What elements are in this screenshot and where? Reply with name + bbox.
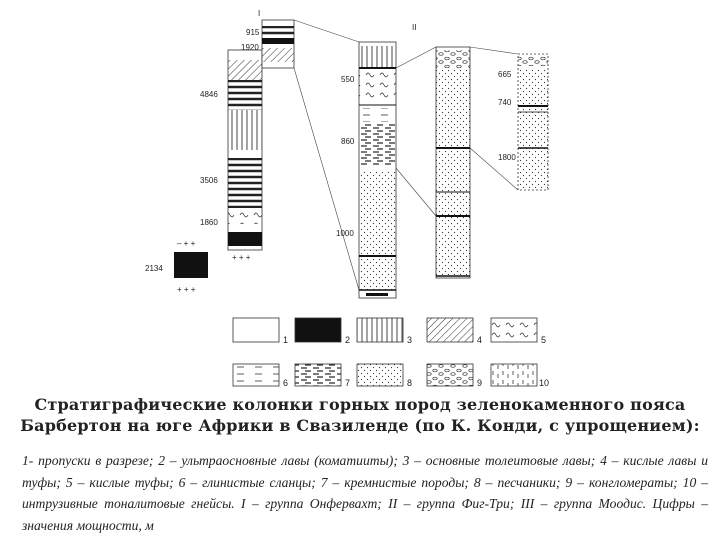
thickness-label: 1920	[241, 43, 259, 52]
caption-text: 1- пропуски в разрезе; 2 – ультраосновны…	[22, 453, 708, 533]
thickness-label: 4846	[200, 90, 218, 99]
legend-number: 2	[345, 335, 350, 345]
thickness-label: 1000	[336, 229, 354, 238]
thickness-label: 550	[341, 75, 355, 84]
svg-text:– + +: – + +	[177, 239, 196, 248]
svg-text:+ + +: + + +	[232, 253, 251, 262]
thickness-label: 915	[246, 28, 260, 37]
thickness-label: 860	[341, 137, 355, 146]
column-I: + + +	[227, 49, 263, 262]
column-III	[435, 46, 471, 279]
stratigraphic-columns-diagram: I + + + 915 1920 4846 3506 1860 – + + + …	[145, 9, 549, 388]
column-III-upper	[517, 53, 549, 191]
caption-title-line: Стратиграфические колонки горных пород з…	[34, 395, 686, 414]
thickness-label: 740	[498, 98, 512, 107]
legend: 1 2 3 4 5 6 7 8 9 10	[232, 317, 549, 388]
thickness-label: 1800	[498, 153, 516, 162]
legend-number: 8	[407, 378, 412, 388]
legend-number: 9	[477, 378, 482, 388]
column-II-label: II	[412, 23, 416, 32]
legend-number: 5	[541, 335, 546, 345]
correlation-lines	[293, 19, 519, 291]
legend-number: 1	[283, 335, 288, 345]
legend-number: 6	[283, 378, 288, 388]
thickness-label: 665	[498, 70, 512, 79]
thickness-label: 1860	[200, 218, 218, 227]
thickness-label: 3506	[200, 176, 218, 185]
caption-title: Стратиграфические колонки горных пород з…	[0, 394, 720, 436]
legend-number: 7	[345, 378, 350, 388]
legend-number: 3	[407, 335, 412, 345]
column-II	[358, 41, 397, 299]
legend-number: 10	[539, 378, 549, 388]
basement-thickness: 2134	[145, 264, 163, 273]
column-I-upper	[261, 19, 295, 69]
basement-block: – + + + + + 2134	[145, 239, 208, 294]
caption-title-line: Барбертон на юге Африки в Свазиленде (по…	[20, 416, 700, 435]
column-I-label: I	[258, 9, 260, 18]
svg-text:+ + +: + + +	[177, 285, 196, 294]
legend-number: 4	[477, 335, 482, 345]
